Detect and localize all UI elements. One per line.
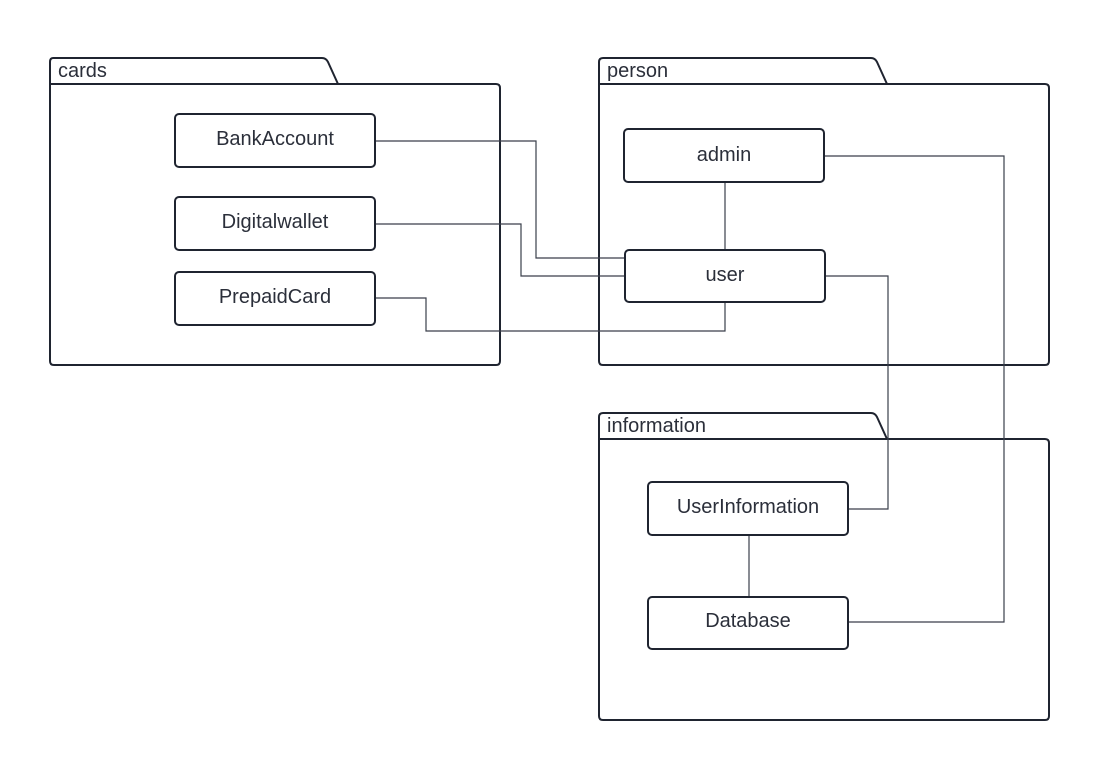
class-label: UserInformation (677, 496, 819, 518)
class-label: admin (697, 144, 751, 166)
connector-bankaccount-user (375, 140, 625, 259)
connector-user-userinformation (825, 275, 889, 510)
class-box (624, 249, 826, 303)
class-database[interactable]: Database (647, 596, 849, 650)
class-label: Database (705, 610, 791, 632)
class-box (623, 128, 825, 183)
package-information-label: information (607, 415, 706, 437)
class-box (647, 481, 849, 536)
connector-prepaidcard-user (375, 297, 726, 332)
package-information-frame (598, 412, 1050, 721)
class-bankaccount[interactable]: BankAccount (174, 113, 376, 168)
class-box (174, 113, 376, 168)
class-user[interactable]: user (624, 249, 826, 303)
class-label: PrepaidCard (219, 286, 331, 308)
connector-admin-database (825, 155, 1005, 623)
package-person-label: person (607, 60, 668, 82)
connectors (375, 140, 1005, 623)
class-label: Digitalwallet (222, 211, 329, 233)
package-person[interactable]: person (598, 57, 1050, 366)
class-label: BankAccount (216, 128, 334, 150)
connector-digitalwallet-user (375, 223, 625, 277)
class-userinformation[interactable]: UserInformation (647, 481, 849, 536)
class-admin[interactable]: admin (623, 128, 825, 183)
class-box (174, 271, 376, 326)
package-information[interactable]: information (598, 412, 1050, 721)
class-label: user (706, 264, 745, 286)
class-box (174, 196, 376, 251)
package-person-frame (598, 57, 1050, 366)
class-digitalwallet[interactable]: Digitalwallet (174, 196, 376, 251)
class-box (647, 596, 849, 650)
package-cards-label: cards (58, 60, 107, 82)
class-prepaidcard[interactable]: PrepaidCard (174, 271, 376, 326)
